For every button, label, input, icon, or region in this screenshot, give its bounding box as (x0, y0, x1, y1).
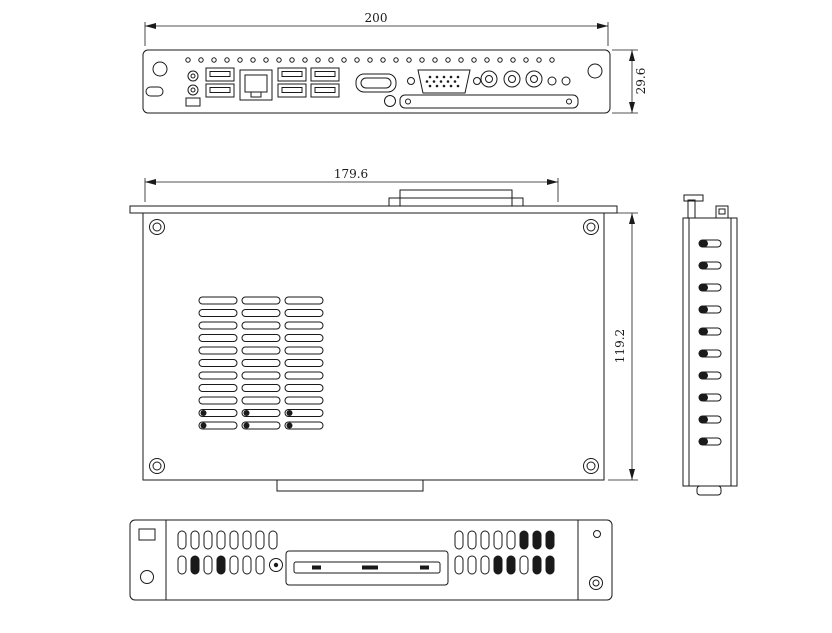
arrowhead (145, 23, 156, 29)
usb-ports-group-3 (310, 67, 340, 98)
bottom-left-ear (138, 528, 156, 584)
arrowhead (597, 23, 608, 29)
dim-29-6 (612, 49, 638, 114)
top-latch (715, 205, 729, 219)
mounting-hole-left (152, 61, 168, 77)
side-vent-slots (698, 239, 722, 446)
dim-119-2 (608, 212, 638, 481)
arrowhead (629, 213, 635, 224)
side-outline (682, 217, 738, 487)
usb-ports-group-1 (205, 67, 235, 98)
top-flange (129, 205, 618, 214)
dc-jack (269, 558, 283, 572)
slot-keys (312, 565, 429, 570)
mounting-hole-right (587, 63, 603, 79)
front-view (142, 49, 611, 114)
dim-label-front-height: 29.6 (634, 68, 648, 95)
bottom-outline (129, 519, 613, 601)
front-panel-outline (142, 49, 611, 114)
front-left-ear (145, 61, 168, 97)
arrowhead (629, 102, 635, 113)
dim-label-body-width: 179.6 (334, 167, 368, 181)
front-vent-holes (185, 57, 555, 63)
ethernet-port (239, 69, 273, 101)
bottom-left-vents (177, 530, 278, 575)
vga-pins (425, 75, 460, 88)
side-view (682, 194, 738, 496)
left-ear-slot (145, 86, 164, 97)
arrowhead (629, 50, 635, 61)
bottom-foot (696, 485, 722, 496)
audio-jacks (185, 70, 201, 107)
ops-connector-front (399, 94, 579, 109)
ops-connector-top (388, 189, 524, 207)
top-view (129, 189, 618, 492)
power-button (384, 95, 396, 107)
dim-label-overall-width: 200 (365, 11, 388, 25)
vga-port (407, 69, 481, 94)
bottom-right-ear (589, 530, 603, 590)
av-jacks (480, 70, 571, 88)
dim-179-6 (144, 178, 559, 202)
arrowhead (629, 469, 635, 480)
bottom-view (129, 519, 613, 601)
usb-ports-group-2 (277, 67, 307, 98)
vent-slot-grid (198, 296, 324, 430)
slot-end-caps (200, 410, 293, 429)
hdmi-port (355, 73, 397, 93)
top-hook (683, 194, 704, 219)
dim-200 (144, 22, 609, 46)
bottom-card-slot (285, 550, 449, 586)
dim-label-body-depth: 119.2 (613, 329, 627, 363)
arrowhead (145, 179, 156, 185)
arrowhead (547, 179, 558, 185)
bottom-right-vents (454, 530, 555, 575)
front-bezel-protrusion (276, 479, 424, 492)
